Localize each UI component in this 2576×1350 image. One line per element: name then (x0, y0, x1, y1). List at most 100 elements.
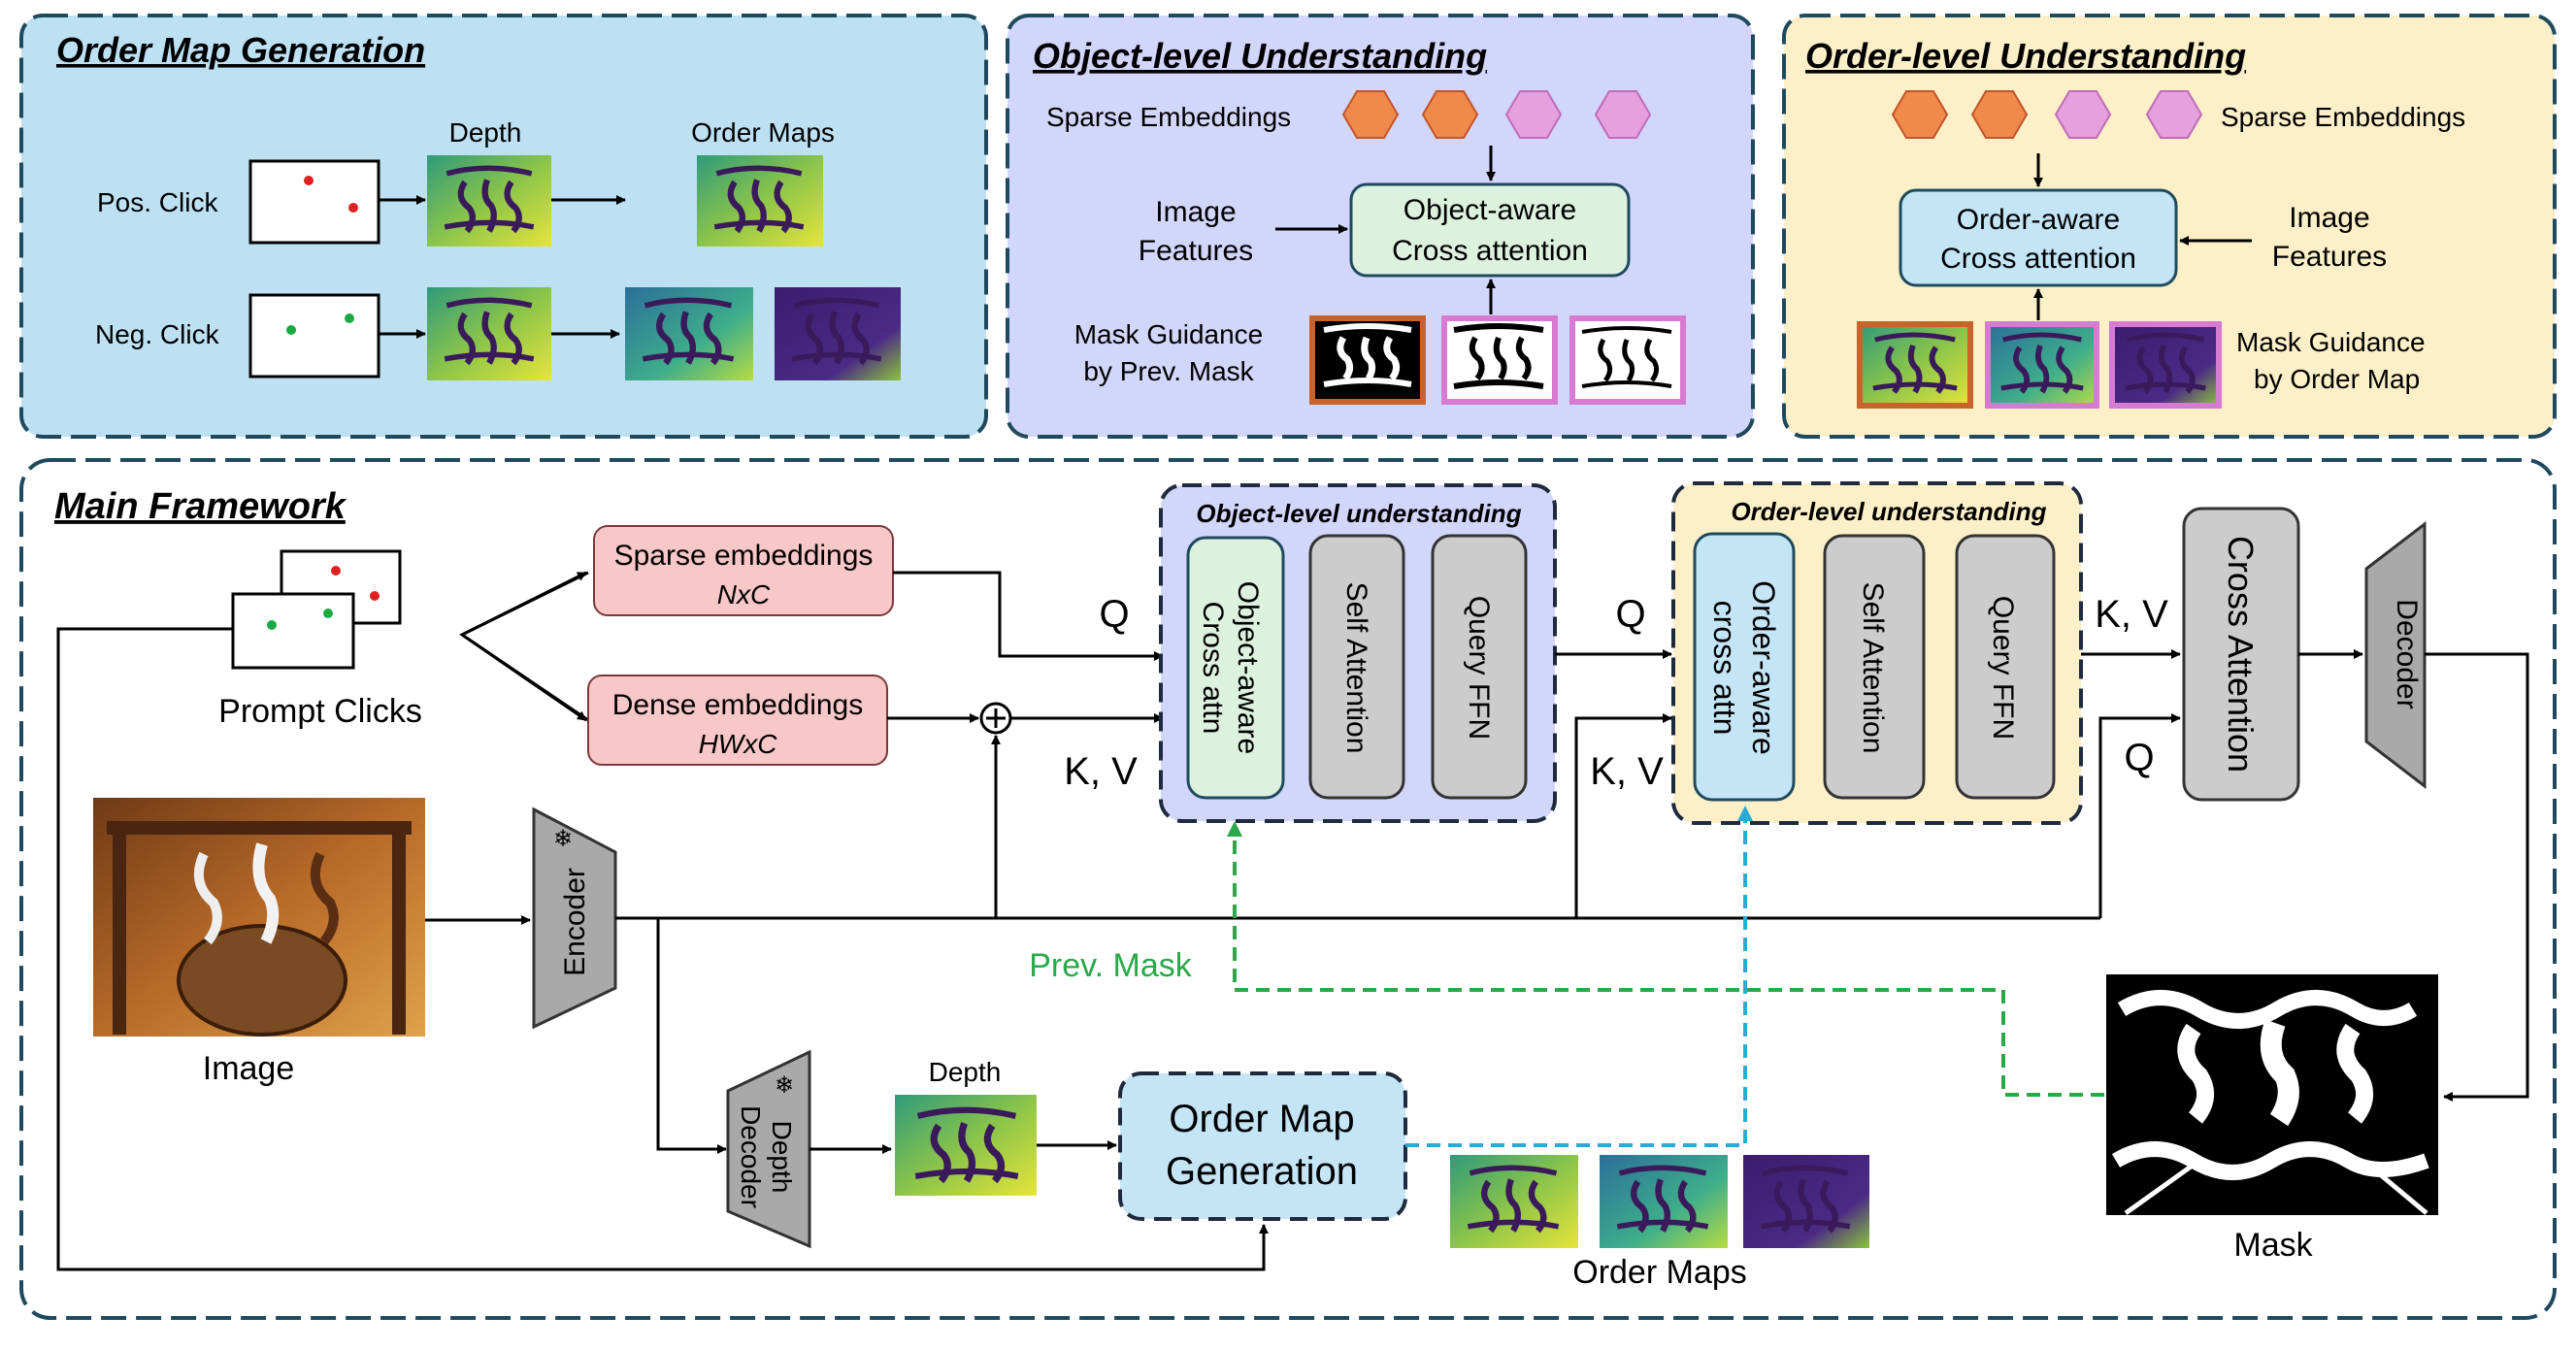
pos-click-dot (331, 566, 341, 576)
self-attention-block (1308, 534, 1405, 800)
order-map-thumbnail (1600, 1155, 1728, 1248)
mask-guidance-label: Mask Guidance (2236, 327, 2426, 357)
sparse-token-positive (1421, 90, 1479, 139)
image-features-label: Features (2272, 241, 2387, 273)
sparse-embeddings-label: Sparse Embeddings (2221, 102, 2465, 132)
frozen-icon: ❄ (553, 826, 573, 852)
block-label: Query FFN (1987, 596, 2019, 740)
block-label: Order-aware (1746, 580, 1781, 755)
order-map-thumbnail (1985, 321, 2099, 409)
block-label: Cross Attention (2221, 536, 2261, 773)
order-map-thumbnail (697, 155, 823, 247)
prev-mask-thumbnail (1441, 315, 1558, 405)
prev-mask-thumbnail (1569, 315, 1686, 405)
encoder-label: Encoder (559, 868, 591, 976)
block-label: Generation (1166, 1150, 1358, 1193)
decoder-label: Decoder (2391, 599, 2423, 708)
sparse-token-positive (1891, 90, 1949, 139)
query-ffn-block (1955, 534, 2056, 800)
prompt-clicks-label: Prompt Clicks (218, 693, 422, 730)
depth-map-thumbnail (427, 155, 551, 247)
block-label: Object-aware (1232, 581, 1264, 754)
block-label: Cross attn (1197, 602, 1229, 735)
object-aware-cross-attention-block (1349, 182, 1631, 278)
kv-label: K, V (2095, 593, 2168, 636)
neg-click-dot (286, 325, 296, 335)
prev-mask-label: Prev. Mask (1029, 947, 1193, 984)
panel-main-framework: Main Framework Prompt Clicks Sparse embe… (19, 458, 2557, 1320)
depth-label: Depth (929, 1057, 1002, 1087)
block-label: Order-aware (1957, 204, 2120, 236)
order-map-generation-block (1118, 1071, 1407, 1221)
panel-object-level-understanding: Object-level Understanding Sparse Embedd… (1006, 14, 1755, 439)
order-map-thumbnail (1743, 1155, 1869, 1248)
pos-click-dot (370, 591, 380, 601)
dense-embeddings-label: Dense embeddings (612, 689, 864, 721)
neg-click-dot (267, 620, 277, 630)
neg-click-dot (323, 609, 333, 618)
mask-guidance-label: Mask Guidance (1074, 319, 1264, 349)
sparse-token-negative (1504, 90, 1563, 139)
neg-click-dot (345, 313, 354, 323)
encoder-block (532, 807, 617, 1030)
q-label: Q (2124, 737, 2154, 779)
order-aware-cross-attn-block (1693, 532, 1796, 802)
sparse-token-negative (2054, 90, 2112, 139)
block-label: Cross attention (1940, 243, 2136, 275)
neg-click-label: Neg. Click (95, 319, 220, 349)
sparse-token-negative (1594, 90, 1652, 139)
panel-order-level-understanding: Order-level Understanding Sparse Embeddi… (1782, 14, 2557, 439)
output-mask (2106, 974, 2438, 1216)
prev-mask-thumbnail (1309, 315, 1426, 405)
order-map-thumbnail (1857, 321, 1973, 409)
kv-label: K, V (1590, 750, 1664, 793)
mask-guidance-label: by Prev. Mask (1083, 356, 1254, 386)
q-label: Q (1099, 593, 1129, 636)
image-label: Image (203, 1050, 295, 1087)
block-label: Self Attention (1340, 582, 1372, 754)
decoder-block (2364, 520, 2427, 790)
depth-decoder-label: Decoder (736, 1105, 766, 1208)
frozen-icon: ❄ (775, 1072, 794, 1099)
panel-title-object-level: Object-level Understanding (1033, 36, 1487, 76)
panel-title-order-level: Order-level Understanding (1805, 36, 2246, 76)
order-maps-label: Order Maps (691, 117, 835, 148)
block-label: Query FFN (1463, 596, 1495, 740)
block-label: Cross attention (1392, 235, 1588, 267)
depth-decoder-label: Depth (767, 1121, 797, 1194)
neg-click-canvas (248, 293, 380, 379)
input-image (93, 798, 425, 1037)
depth-label: Depth (449, 117, 522, 148)
dense-embeddings-block (587, 675, 888, 766)
order-map-thumbnail (775, 287, 901, 380)
block-label: Object-aware (1404, 194, 1576, 226)
panel-order-map-generation: Order Map Generation Depth Order Maps Po… (19, 14, 988, 439)
block-label: Self Attention (1857, 582, 1889, 754)
click-canvas (231, 592, 355, 670)
query-ffn-block (1431, 534, 1528, 800)
pos-click-canvas (248, 159, 380, 245)
depth-map-thumbnail (895, 1095, 1037, 1196)
sparse-token-negative (2145, 90, 2203, 139)
block-label: cross attn (1707, 601, 1742, 736)
order-aware-cross-attention-block (1899, 188, 2178, 287)
image-features-label: Image (2289, 202, 2369, 234)
sparse-embeddings-label: Sparse Embeddings (1046, 102, 1291, 132)
sparse-embeddings-label: Sparse embeddings (614, 540, 874, 572)
sparse-dim-label: NxC (717, 579, 771, 609)
depth-map-thumbnail (427, 287, 551, 380)
object-aware-cross-attn-block (1186, 536, 1285, 800)
panel-title-main-framework: Main Framework (54, 486, 347, 527)
sparse-token-positive (1970, 90, 2029, 139)
pos-click-dot (304, 176, 314, 185)
group-title: Order-level understanding (1731, 497, 2046, 526)
sparse-token-positive (1341, 90, 1400, 139)
order-map-thumbnail (625, 287, 753, 380)
dense-dim-label: HWxC (699, 729, 778, 759)
order-map-thumbnail (2109, 321, 2222, 409)
mask-guidance-label: by Order Map (2254, 364, 2420, 394)
order-map-thumbnail (1450, 1155, 1578, 1248)
image-features-label: Features (1139, 235, 1253, 267)
depth-decoder-block (726, 1049, 811, 1249)
